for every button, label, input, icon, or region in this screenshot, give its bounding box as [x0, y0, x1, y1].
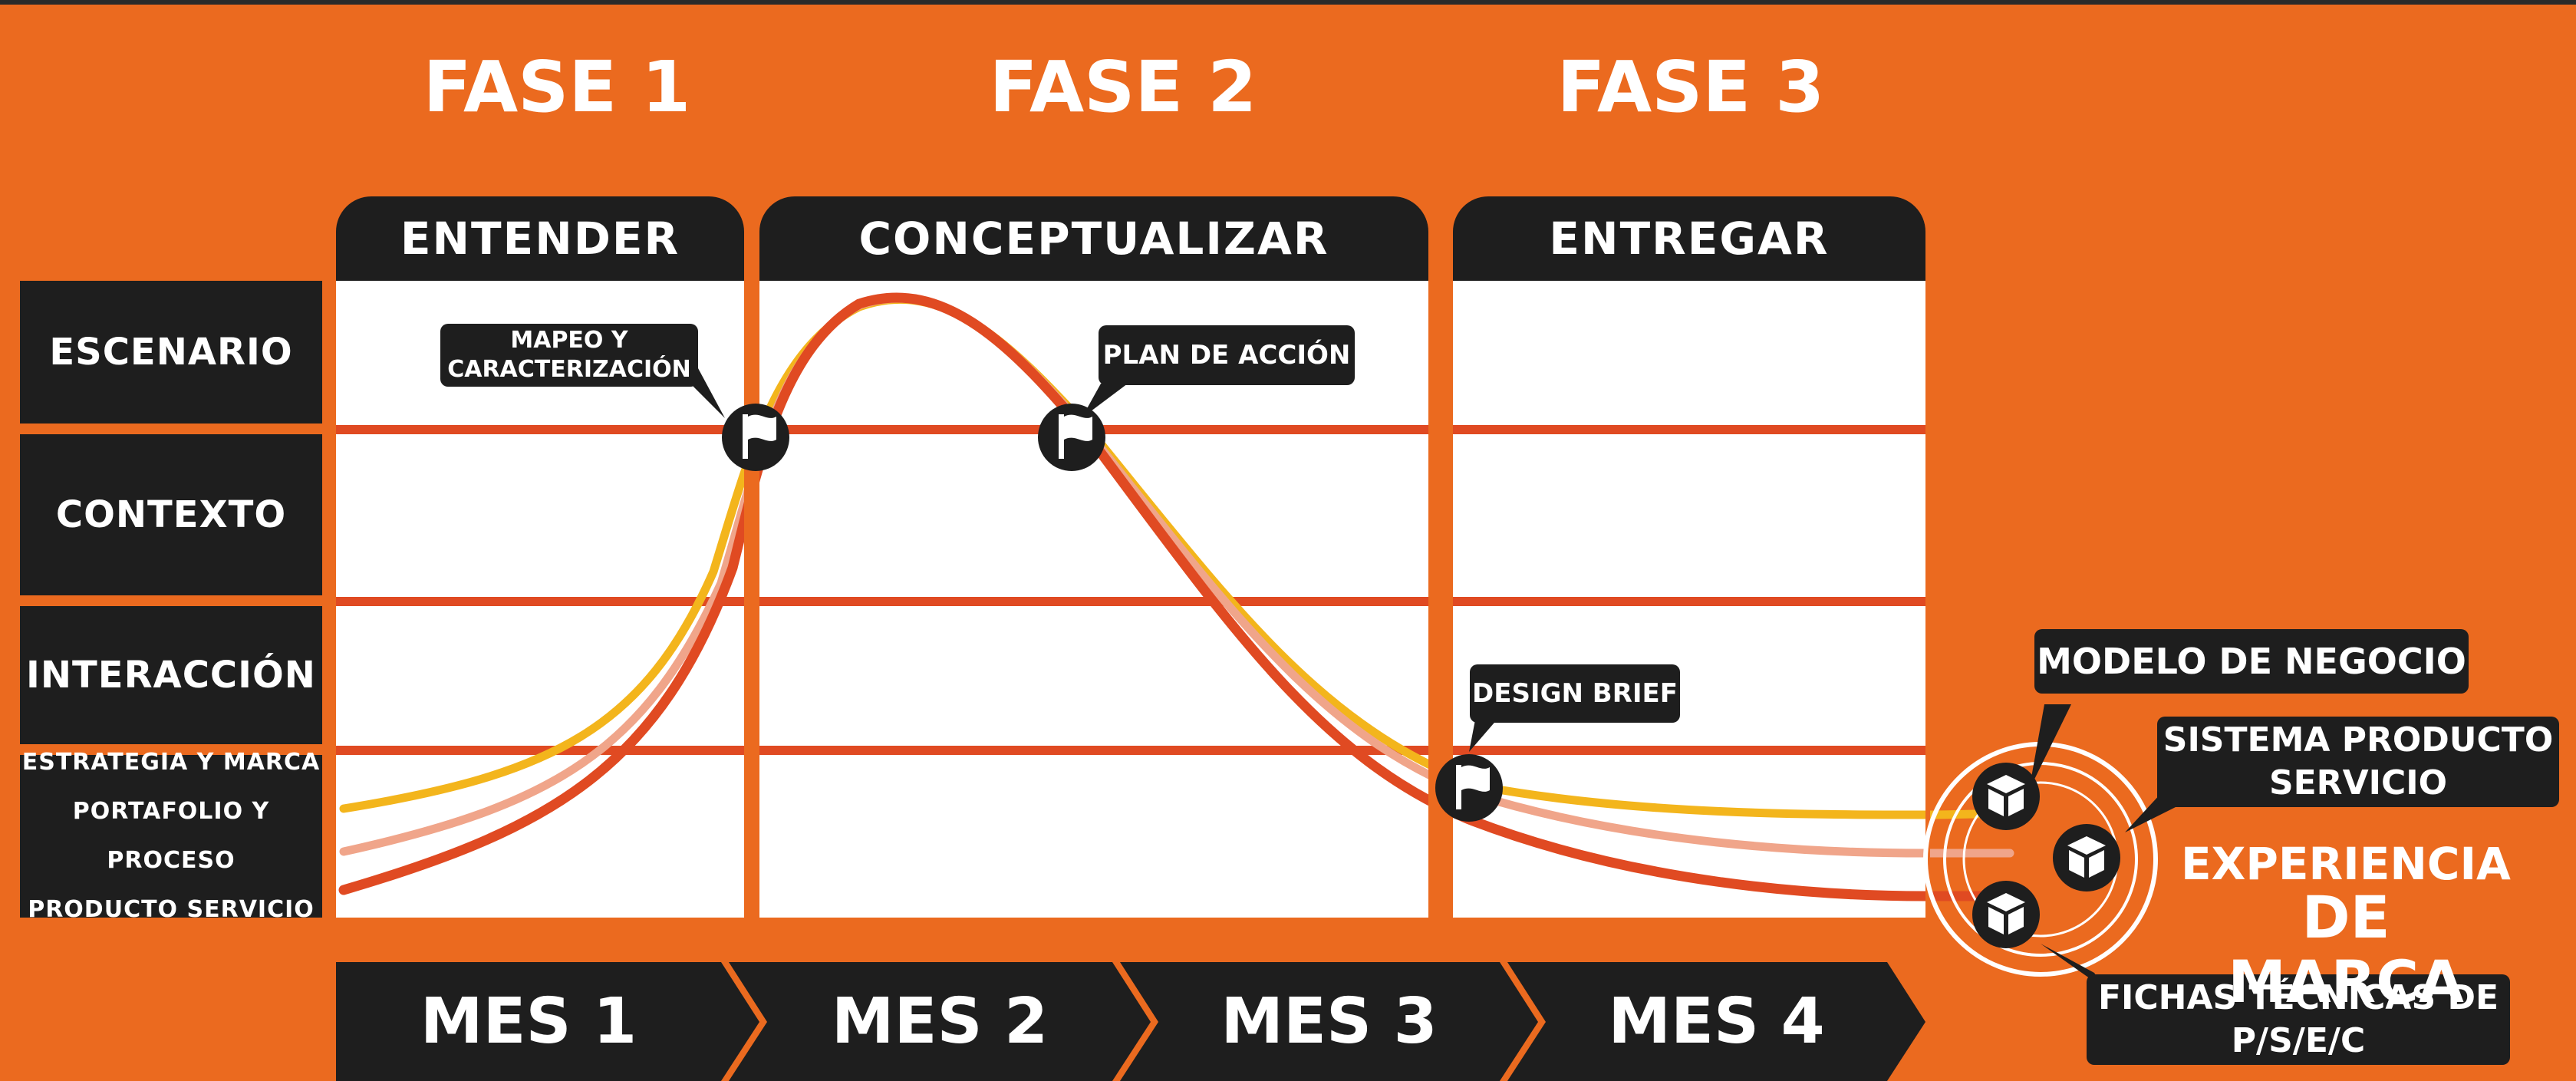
month-label-1: MES 1 — [420, 985, 637, 1058]
outcome-sistema-line1: SISTEMA PRODUCTO — [2163, 720, 2554, 760]
column-divider-2 — [1428, 281, 1453, 918]
deliverable-fichas — [1972, 881, 2040, 948]
chevron-mes-2 — [729, 962, 1151, 1081]
milestone-marker-plan — [1038, 404, 1105, 471]
row-label-producto-servicio: PRODUCTO SERVICIO — [28, 896, 315, 923]
callout-tail-modelo — [2029, 704, 2071, 790]
stage-tab-entender: ENTENDER — [336, 196, 744, 281]
row-label-estrategia-marca: ESTRATEGIA Y MARCA — [21, 749, 321, 776]
month-label-4: MES 4 — [1608, 985, 1825, 1058]
row-label-escenario: ESCENARIO — [20, 281, 322, 424]
row-label-portafolio-proceso: PORTAFOLIO Y PROCESO — [72, 798, 270, 874]
stage-tab-conceptualizar: CONCEPTUALIZAR — [759, 196, 1428, 281]
box-icon — [2067, 836, 2106, 878]
column-divider-1 — [744, 281, 759, 918]
chevron-mes-3 — [1120, 962, 1538, 1081]
outcome-fichas-line2: P/S/E/C — [2231, 1021, 2366, 1060]
callout-mapeo-line2: CARACTERIZACIÓN — [447, 356, 691, 383]
grid-line-2 — [336, 597, 1925, 606]
row-label-contexto: CONTEXTO — [20, 434, 322, 595]
curve-producto-servicio — [338, 292, 2015, 901]
deliverable-sistema — [2053, 824, 2120, 891]
outcome-rings — [1923, 742, 2158, 977]
month-label-2: MES 2 — [831, 985, 1049, 1058]
box-icon — [1987, 775, 2025, 816]
process-curves — [338, 292, 2015, 901]
row-label-estrategia-group: ESTRATEGIA Y MARCA PORTAFOLIO Y PROCESO … — [20, 749, 322, 923]
outcome-fichas-tecnicas: FICHAS TÉCNICAS DE P/S/E/C — [2087, 974, 2510, 1065]
grid-line-3 — [336, 746, 1925, 755]
box-icon — [1987, 893, 2025, 934]
phase-3-title: FASE 3 — [1556, 46, 1825, 128]
month-label-3: MES 3 — [1220, 985, 1438, 1058]
callout-brief: DESIGN BRIEF — [1470, 664, 1680, 723]
flag-icon — [1456, 765, 1490, 809]
flag-icon — [743, 414, 776, 459]
column-divider-3 — [1925, 281, 1930, 918]
row-label-interaccion: INTERACCIÓN — [20, 606, 322, 744]
callout-plan: PLAN DE ACCIÓN — [1099, 325, 1355, 385]
callout-mapeo-line1: MAPEO Y — [510, 327, 628, 354]
deliverable-modelo — [1972, 763, 2040, 830]
chevron-mes-1 — [336, 962, 759, 1081]
timeline-chevrons — [336, 962, 1925, 1081]
outcome-fichas-line1: FICHAS TÉCNICAS DE — [2097, 978, 2499, 1017]
outcome-sistema-producto: SISTEMA PRODUCTO SERVICIO — [2157, 717, 2559, 807]
experiencia-line2: DE MARCA — [2228, 883, 2464, 1016]
milestone-marker-mapeo — [722, 404, 789, 471]
outcome-modelo-negocio: MODELO DE NEGOCIO — [2034, 629, 2469, 694]
stage-tab-entregar: ENTREGAR — [1453, 196, 1925, 281]
callout-mapeo: MAPEO Y CARACTERIZACIÓN — [440, 324, 698, 387]
callout-tail-plan — [1082, 384, 1128, 418]
experiencia-line1: EXPERIENCIA — [2181, 838, 2511, 890]
chevron-mes-4 — [1507, 962, 1925, 1081]
phase-1-title: FASE 1 — [423, 46, 691, 128]
grid-line-1 — [336, 425, 1925, 434]
top-border — [0, 0, 2576, 5]
milestone-marker-brief — [1435, 754, 1503, 822]
outcome-sistema-line2: SERVICIO — [2268, 763, 2448, 803]
flag-icon — [1059, 414, 1092, 459]
phase-2-title: FASE 2 — [989, 46, 1257, 128]
